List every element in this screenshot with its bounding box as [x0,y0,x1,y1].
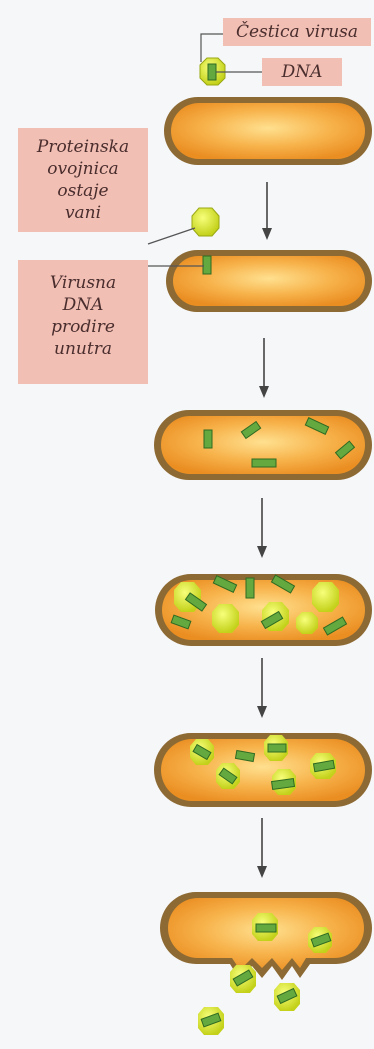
bacterium-stage-3 [154,410,372,480]
bacterium-stage-5 [154,733,372,807]
label-dna: DNA [262,58,342,86]
bacterium-stage-1 [164,97,372,165]
label-viral-dna-enters: Virusna DNA prodire unutra [18,260,148,384]
label-protein-coat: Proteinska ovojnica ostaje vani [18,128,148,232]
leader-coat [148,228,195,244]
arrow-3 [257,498,267,558]
label-virus-particle: Čestica virusa [223,18,371,46]
arrow-5 [257,818,267,878]
bacterium-stage-6-lysis [160,892,372,980]
arrow-4 [257,658,267,718]
bacterium-stage-2 [166,250,372,312]
arrow-1 [262,182,272,240]
arrow-2 [259,338,269,398]
bacterium-stage-4 [155,574,372,646]
empty-protein-coat [192,208,219,236]
